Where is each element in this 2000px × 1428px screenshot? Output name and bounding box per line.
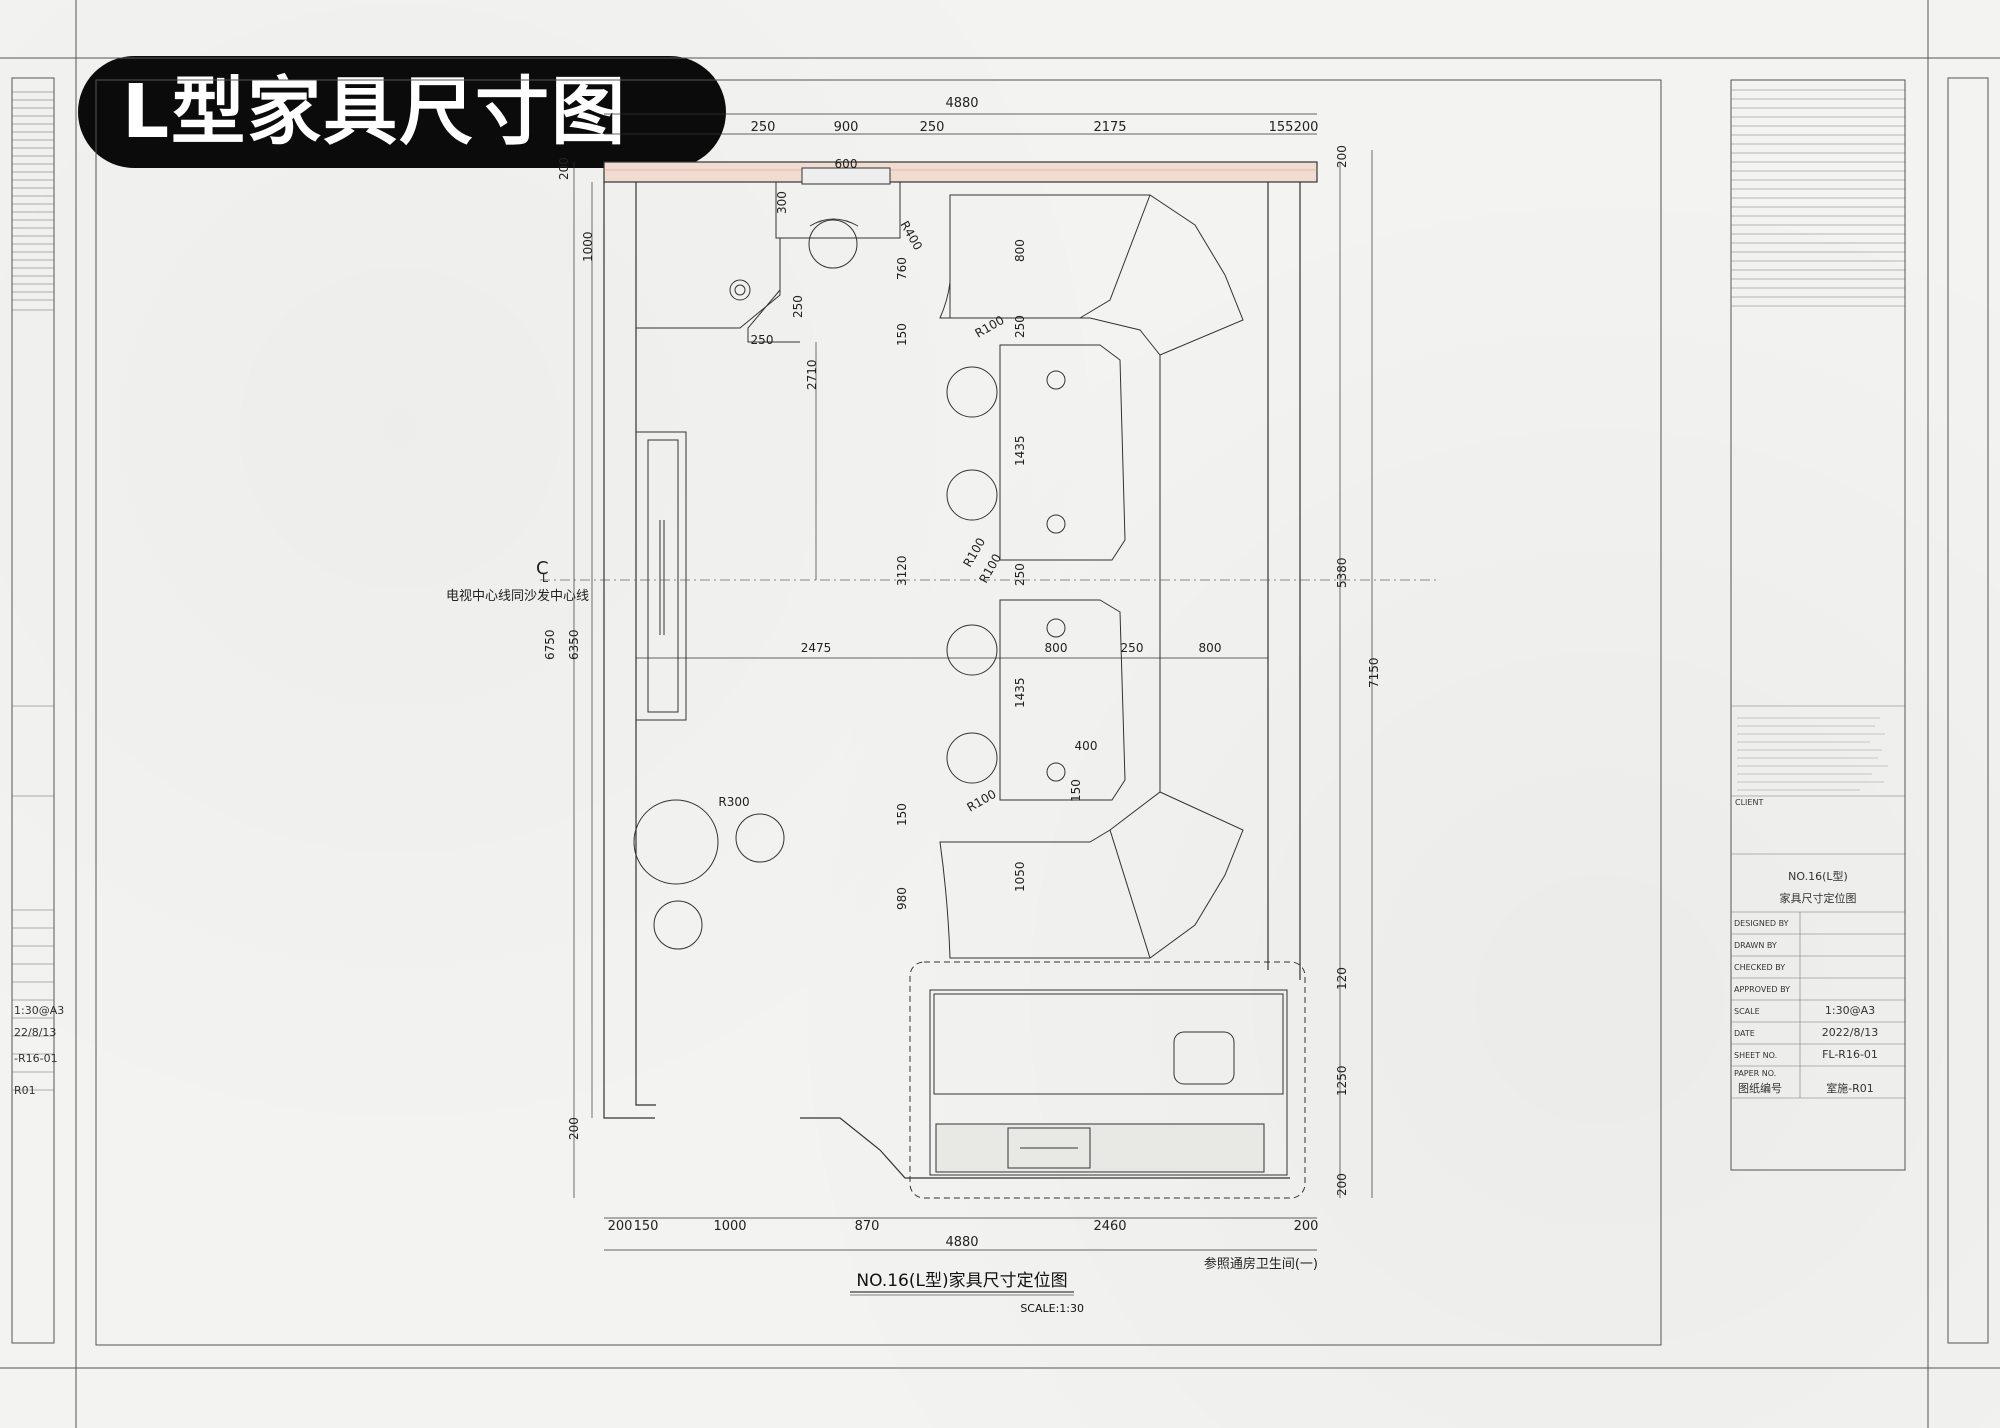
dim-3120: 3120 [895,555,909,586]
tb-row-value-5: 2022/8/13 [1822,1026,1878,1039]
left-date: 22/8/13 [14,1026,56,1039]
booth-seating [939,194,1244,959]
tb-row-label-4: SCALE [1734,1007,1760,1016]
dim-760: 760 [895,257,909,280]
title-block: CLIENT NO.16(L型) 家具尺寸定位图 DESIGNED BY DRA… [1730,79,1906,1171]
drawing-title: NO.16(L型)家具尺寸定位图 [856,1271,1067,1291]
dim-right-total: 7150 [1367,657,1381,688]
dim-bottom-4: 2460 [1093,1219,1126,1234]
tb-row-label-0: DESIGNED BY [1734,919,1789,928]
radius-r100d: R100 [965,787,999,815]
bar-stools [946,366,1066,784]
tb-paper-sub: 图纸编号 [1738,1081,1782,1095]
dim-right-4: 200 [1335,1173,1349,1196]
dim-150c: 150 [895,803,909,826]
page-title-banner: L型家具尺寸图 [78,56,726,168]
dim-1435b: 1435 [1013,677,1027,708]
dim-top-3: 2175 [1093,120,1126,135]
radius-r300: R300 [718,795,749,809]
dim-left-4: 200 [567,1117,581,1140]
reference-note: 参照通房卫生间(一) [1204,1256,1318,1272]
radius-r100c: R100 [976,551,1004,585]
dim-left-1: 1000 [581,231,595,262]
centerline-symbol: C [536,558,549,579]
drawing-title-group: NO.16(L型)家具尺寸定位图 SCALE:1:30 参照通房卫生间(一) [850,1256,1318,1315]
dim-150a: 150 [895,323,909,346]
left-title-strip: 1:30@A3 22/8/13 -R16-01 R01 [12,91,64,1097]
dim-800c: 800 [1199,641,1222,655]
dim-right-1: 5380 [1335,557,1349,588]
dim-right-2: 120 [1335,967,1349,990]
tb-row-label-6: SHEET NO. [1734,1051,1777,1060]
round-tables [633,799,785,950]
dim-1435a: 1435 [1013,435,1027,466]
dim-right-0: 200 [1335,145,1349,168]
tb-row-label-7: PAPER NO. [1734,1069,1776,1078]
tv-cabinet [635,431,687,721]
dim-bottom-2: 1000 [713,1219,746,1234]
dimension-texts: 4880 250 900 250 2175 155 200 200 150 10… [543,96,1381,1250]
drawing-scale: SCALE:1:30 [1020,1302,1084,1315]
tb-row-value-6: FL-R16-01 [1822,1048,1878,1061]
desk [636,167,901,343]
centerline-symbol-sub: L [542,572,549,585]
dim-1050: 1050 [1013,861,1027,892]
dim-desk-r: R400 [897,219,925,253]
radius-r100a: R100 [973,313,1007,341]
dim-2710: 2710 [805,359,819,390]
dim-150b: 150 [1069,779,1083,802]
dim-250e: 250 [1121,641,1144,655]
tb-row-label-2: CHECKED BY [1734,963,1785,972]
dim-bottom-0: 200 [608,1219,633,1234]
dim-980: 980 [895,887,909,910]
dim-bottom-5: 200 [1294,1219,1319,1234]
dimension-lines [573,113,1373,1251]
left-scale: 1:30@A3 [14,1004,64,1017]
dim-top-0: 250 [751,120,776,135]
title-block-name: 家具尺寸定位图 [1780,891,1857,905]
dim-top-5: 200 [1294,120,1319,135]
client-label: CLIENT [1735,798,1763,807]
left-sheet: -R16-01 [14,1052,58,1065]
tb-row-label-3: APPROVED BY [1734,985,1790,994]
dim-left-2: 6750 [543,629,557,660]
title-block-number: NO.16(L型) [1788,869,1848,883]
dim-400: 400 [1075,739,1098,753]
dim-desk-300: 300 [775,191,789,214]
dim-800a: 800 [1013,239,1027,262]
dim-top-1: 900 [834,120,859,135]
dim-250b: 250 [751,333,774,347]
dim-250d: 250 [1013,563,1027,586]
dim-800b: 800 [1045,641,1068,655]
dim-left-3: 6350 [567,629,581,660]
centerline-note: 电视中心线同沙发中心线 [446,588,589,604]
dim-top-total: 4880 [945,96,978,111]
dim-top-4: 155 [1269,120,1294,135]
left-paper: R01 [14,1084,36,1097]
dim-desk-width: 600 [835,157,858,171]
dim-250c: 250 [1013,315,1027,338]
dim-left-0: 200 [557,157,571,180]
tb-row-label-1: DRAWN BY [1734,941,1777,950]
tb-row-label-5: DATE [1734,1029,1755,1038]
dim-top-2: 250 [920,120,945,135]
dim-2475: 2475 [801,641,832,655]
dim-bottom-3: 870 [855,1219,880,1234]
tb-row-value-4: 1:30@A3 [1825,1004,1875,1017]
room-walls [603,161,1318,1179]
bathroom-pod [909,961,1306,1199]
tb-row-value-7: 室施-R01 [1826,1081,1874,1095]
dim-bottom-1: 150 [634,1219,659,1234]
dim-250a: 250 [791,295,805,318]
dim-bottom-total: 4880 [945,1235,978,1250]
centerline-label: C L 电视中心线同沙发中心线 [446,558,589,604]
dim-right-3: 1250 [1335,1065,1349,1096]
